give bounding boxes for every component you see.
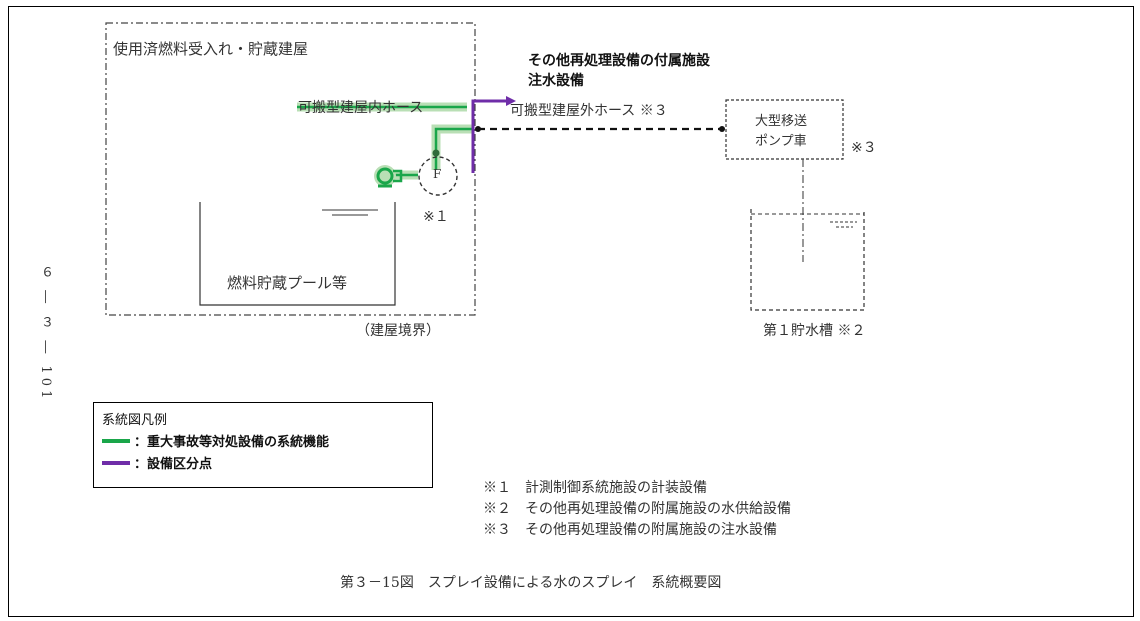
- legend-title: 系統図凡例: [102, 413, 168, 428]
- pump-truck-note: ※３: [851, 140, 877, 156]
- legend-label: ：重大事故等対処設備の系統機能: [134, 435, 330, 450]
- building-boundary: [105, 22, 476, 316]
- equipment-division-point: [471, 99, 510, 173]
- notes: ※１ 計測制御系統施設の計装設備 ※２ その他再処理設備の附属施設の水供給設備 …: [483, 478, 791, 541]
- pump-truck-label-1: 大型移送: [755, 114, 808, 129]
- other-facility-title: その他再処理設備の付属施設: [528, 53, 710, 69]
- legend-purple-swatch: [102, 460, 130, 465]
- legend-item-division-point: ：設備区分点: [102, 453, 212, 472]
- injection-equipment-label: 注水設備: [528, 73, 584, 89]
- indoor-hose-label: 可搬型建屋内ホース: [298, 100, 424, 116]
- page-number: ６ ― ３ ― 101: [38, 265, 53, 403]
- water-tank: [750, 209, 865, 311]
- pump-truck-label-2: ポンプ車: [755, 134, 807, 149]
- flow-meter-circle: [418, 156, 458, 196]
- page-frame: [8, 6, 1134, 617]
- fuel-pool: [199, 202, 396, 306]
- note-1: ※１ 計測制御系統施設の計装設備: [483, 480, 707, 496]
- legend-label: ：設備区分点: [134, 457, 213, 472]
- boundary-label: （建屋境界）: [356, 323, 440, 339]
- note-3: ※３ その他再処理設備の附属施設の注水設備: [483, 522, 777, 538]
- pool-label: 燃料貯蔵プール等: [227, 274, 348, 292]
- note-2: ※２ その他再処理設備の附属施設の水供給設備: [483, 501, 791, 517]
- flow-meter-label: F: [433, 167, 442, 181]
- green-system-line: [297, 102, 473, 180]
- legend-item-system-function: ：重大事故等対処設備の系統機能: [102, 431, 329, 450]
- legend-green-swatch: [102, 438, 130, 443]
- pump-truck-box: [725, 99, 844, 160]
- building-label: 使用済燃料受入れ・貯蔵建屋: [113, 40, 309, 58]
- flow-meter-note: ※１: [423, 209, 449, 225]
- outdoor-hose-label: 可搬型建屋外ホース ※３: [510, 103, 668, 119]
- figure-caption: 第３－15図 スプレイ設備による水のスプレイ 系統概要図: [340, 575, 722, 591]
- tank-label: 第１貯水槽 ※２: [763, 323, 866, 339]
- spray-nozzle-icon: [374, 165, 403, 188]
- legend-box: 系統図凡例 ：重大事故等対処設備の系統機能 ：設備区分点: [93, 402, 433, 488]
